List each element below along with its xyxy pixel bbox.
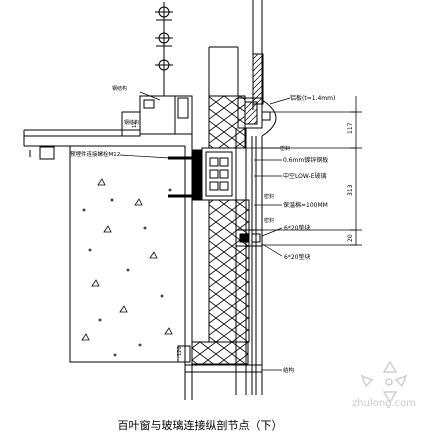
drawing-caption: 百叶窗与玻璃连接纵剖节点（下） (117, 419, 283, 432)
label-anchor-bolt: 预埋件连接螺栓M12 (70, 150, 120, 158)
dim-value-1: 117 (347, 122, 354, 134)
bracket-grid (209, 157, 229, 191)
insulation-bottom (191, 341, 249, 365)
concrete-column (69, 134, 193, 400)
label-seal: 密封 (280, 145, 290, 152)
label-seal-2: 密封 (264, 193, 274, 200)
label-seal-3: 密封 (264, 217, 274, 224)
insulation-upper (208, 95, 246, 149)
insulation-lower (208, 199, 250, 343)
concrete-aggregate (81, 178, 173, 357)
dimension-lines (262, 96, 362, 246)
dim-value-3: 20 (347, 234, 354, 242)
dim-value-2: 313 (347, 184, 354, 196)
parapet-box (121, 95, 193, 137)
label-low-e-glass: 中空LOW-E玻璃 (283, 172, 327, 180)
label-gasket-2: 6*20垫块 (284, 253, 310, 261)
label-left-top-note: 钢结构 (112, 85, 127, 92)
watermark-logo (360, 360, 408, 404)
dim-value-4: 12 (132, 122, 138, 128)
leader-lines (119, 91, 291, 371)
aluminum-cap-arc (261, 99, 277, 137)
embedded-plate (168, 147, 237, 201)
label-gasket: 6*20垫块 (284, 224, 310, 232)
label-left-note-2: 钢结构 (124, 119, 139, 126)
watermark-text: zhulong.com (352, 398, 417, 409)
label-aluminum-sheet: 铝板(t=1.4mm) (290, 94, 335, 102)
label-structure: 结构 (283, 366, 295, 374)
brick-wall-upper (252, 53, 264, 105)
sill-block (177, 345, 262, 373)
label-sheet-06: 0.6mm镀锌钢板 (283, 156, 328, 164)
dim-value-5: 120 (177, 346, 183, 356)
cap-fastener (261, 111, 271, 121)
spacer-block (235, 229, 263, 247)
louver-fin (244, 101, 258, 125)
railing-posts (155, 2, 173, 96)
label-insulation: 保温棉=100MM (283, 201, 328, 209)
